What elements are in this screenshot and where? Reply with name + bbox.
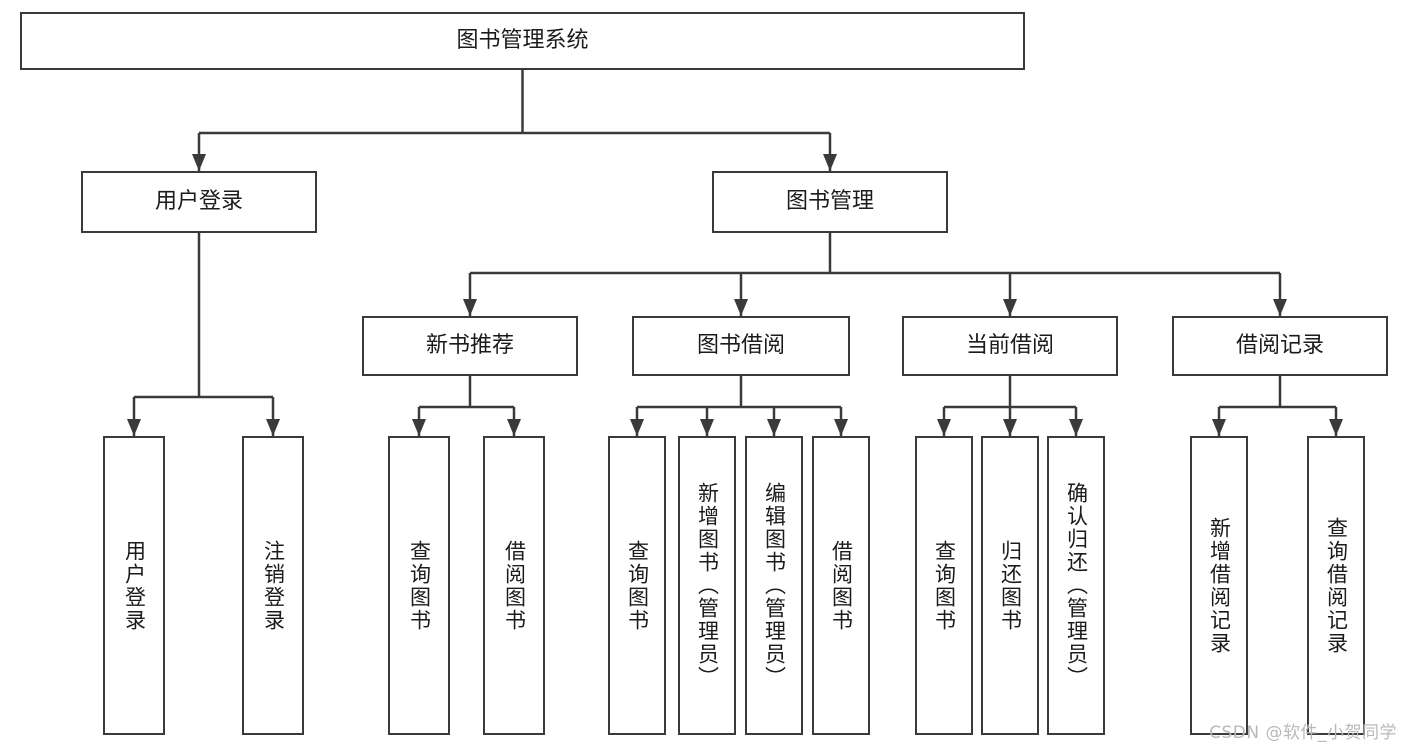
edge-arrowhead	[937, 419, 951, 436]
edge-arrowhead	[1069, 419, 1083, 436]
node-leaf-user-login[interactable]: 用户登录	[103, 436, 165, 735]
node-label: 新书推荐	[425, 333, 514, 359]
edge-arrowhead	[463, 299, 477, 316]
node-label: 查询借阅记录	[1324, 516, 1349, 655]
edge-arrowhead	[1003, 419, 1017, 436]
node-label: 查询图书	[932, 539, 957, 632]
node-label: 编辑图书（管理员）	[762, 482, 787, 689]
node-label: 注销登录	[261, 539, 286, 632]
node-label: 图书借阅	[696, 333, 785, 359]
node-label: 新增图书（管理员）	[695, 482, 720, 689]
edge-arrowhead	[127, 419, 141, 436]
node-label: 查询图书	[625, 539, 650, 632]
node-book-borrow[interactable]: 图书借阅	[632, 316, 850, 376]
node-label: 用户登录	[154, 189, 243, 215]
node-label: 归还图书	[998, 539, 1023, 632]
node-leaf-borrow-edit[interactable]: 编辑图书（管理员）	[745, 436, 803, 735]
edge-arrowhead	[1212, 419, 1226, 436]
node-user-login[interactable]: 用户登录	[81, 171, 317, 233]
node-label: 借阅图书	[502, 539, 527, 632]
node-label: 新增借阅记录	[1207, 516, 1232, 655]
edge-arrowhead	[823, 154, 837, 171]
node-root[interactable]: 图书管理系统	[20, 12, 1025, 70]
edge-arrowhead	[630, 419, 644, 436]
node-label: 借阅记录	[1235, 333, 1324, 359]
edge-arrowhead	[1273, 299, 1287, 316]
node-label: 图书管理	[785, 189, 874, 215]
node-leaf-borrow-query[interactable]: 查询图书	[608, 436, 666, 735]
edge-arrowhead	[412, 419, 426, 436]
node-current-borrow[interactable]: 当前借阅	[902, 316, 1118, 376]
edge-arrowhead	[192, 154, 206, 171]
node-leaf-borrow-lend[interactable]: 借阅图书	[812, 436, 870, 735]
node-leaf-cur-confirm[interactable]: 确认归还（管理员）	[1047, 436, 1105, 735]
node-label: 当前借阅	[965, 333, 1054, 359]
node-label: 借阅图书	[829, 539, 854, 632]
node-new-book-rec[interactable]: 新书推荐	[362, 316, 578, 376]
node-leaf-rec-query2[interactable]: 查询借阅记录	[1307, 436, 1365, 735]
node-leaf-user-logout[interactable]: 注销登录	[242, 436, 304, 735]
node-label: 图书管理系统	[456, 28, 589, 54]
node-leaf-rec-query[interactable]: 查询图书	[388, 436, 450, 735]
node-book-manage[interactable]: 图书管理	[712, 171, 948, 233]
node-leaf-rec-add[interactable]: 新增借阅记录	[1190, 436, 1248, 735]
edge-arrowhead	[734, 299, 748, 316]
node-leaf-cur-query[interactable]: 查询图书	[915, 436, 973, 735]
node-label: 查询图书	[407, 539, 432, 632]
node-leaf-cur-return[interactable]: 归还图书	[981, 436, 1039, 735]
edge-arrowhead	[266, 419, 280, 436]
edge-arrowhead	[767, 419, 781, 436]
node-label: 用户登录	[122, 539, 147, 632]
edge-arrowhead	[1003, 299, 1017, 316]
node-leaf-rec-borrow[interactable]: 借阅图书	[483, 436, 545, 735]
edge-arrowhead	[834, 419, 848, 436]
edge-arrowhead	[1329, 419, 1343, 436]
edge-arrowhead	[507, 419, 521, 436]
edge-arrowhead	[700, 419, 714, 436]
node-borrow-record[interactable]: 借阅记录	[1172, 316, 1388, 376]
node-leaf-borrow-add[interactable]: 新增图书（管理员）	[678, 436, 736, 735]
node-label: 确认归还（管理员）	[1064, 482, 1089, 689]
